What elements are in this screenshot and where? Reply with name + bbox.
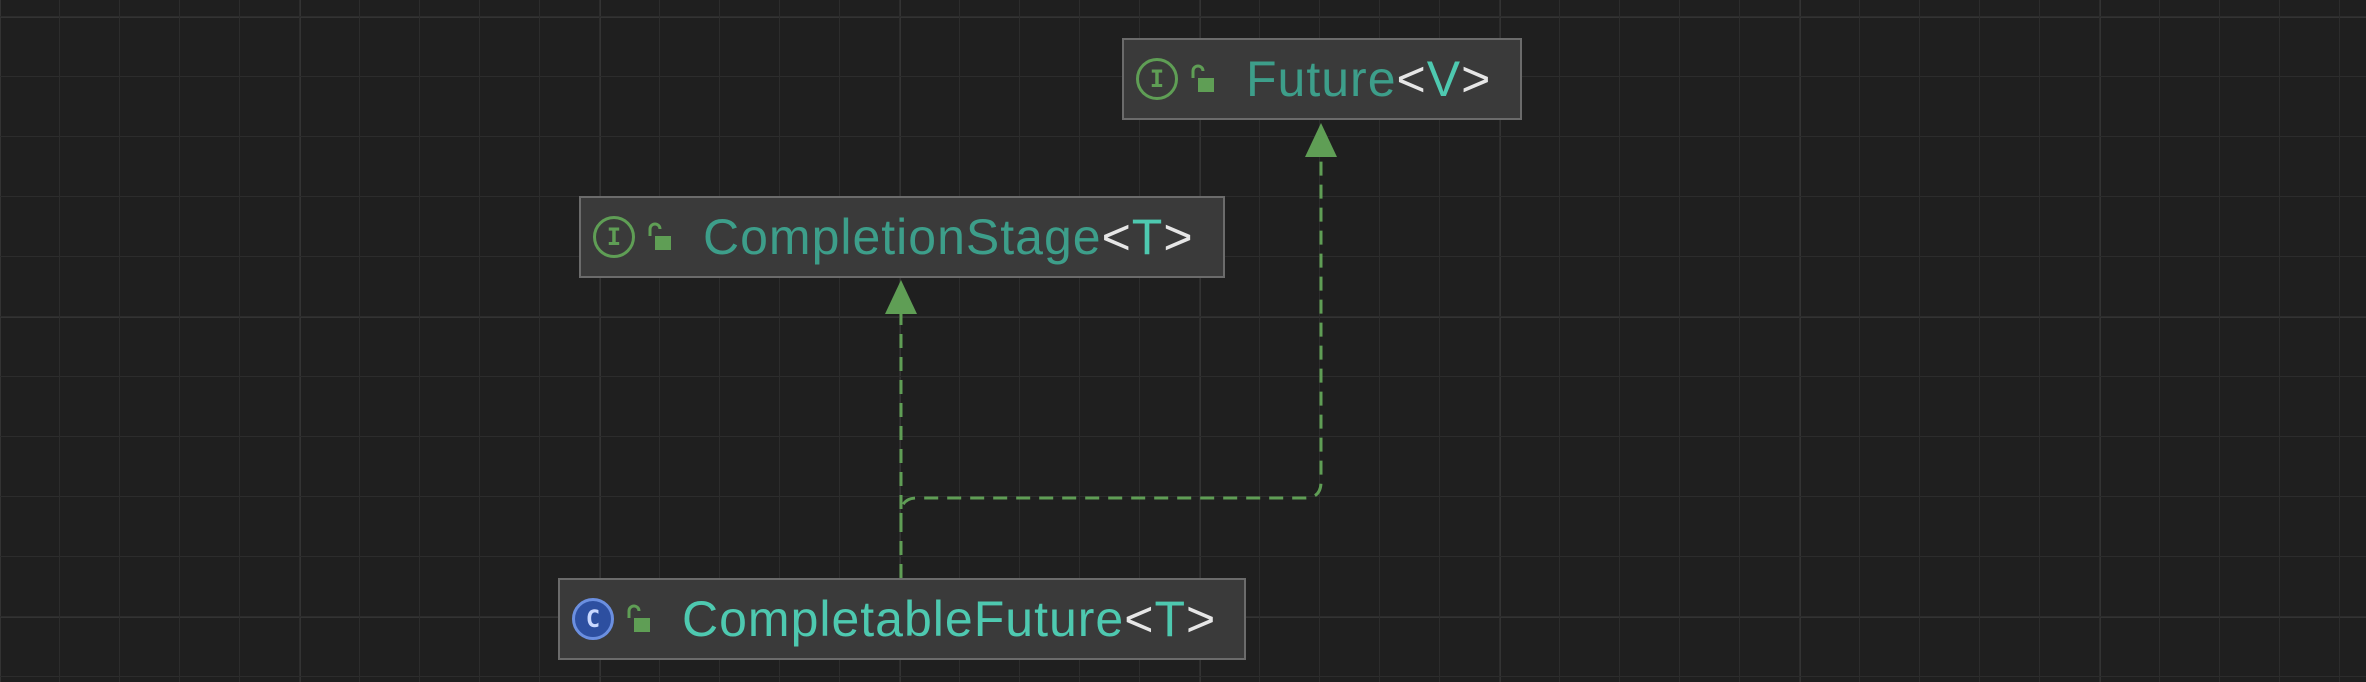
- edge-completablefuture-to-future[interactable]: [899, 156, 1323, 527]
- unlocked-padlock-icon: [648, 222, 671, 250]
- class-icon: C: [572, 598, 614, 640]
- node-name: Future<V>: [1246, 51, 1492, 107]
- interface-icon: I: [593, 216, 635, 258]
- node-completionstage[interactable]: I CompletionStage<T>: [579, 196, 1225, 278]
- node-future[interactable]: I Future<V>: [1122, 38, 1522, 120]
- edge-arrowhead-future: [1305, 123, 1337, 157]
- node-name: CompletableFuture<T>: [682, 591, 1217, 647]
- node-completablefuture[interactable]: C CompletableFuture<T>: [558, 578, 1246, 660]
- node-name: CompletionStage<T>: [703, 209, 1194, 265]
- unlocked-padlock-icon: [627, 604, 650, 632]
- edge-arrowhead-completionstage: [885, 280, 917, 314]
- unlocked-padlock-icon: [1191, 64, 1214, 92]
- interface-icon: I: [1136, 58, 1178, 100]
